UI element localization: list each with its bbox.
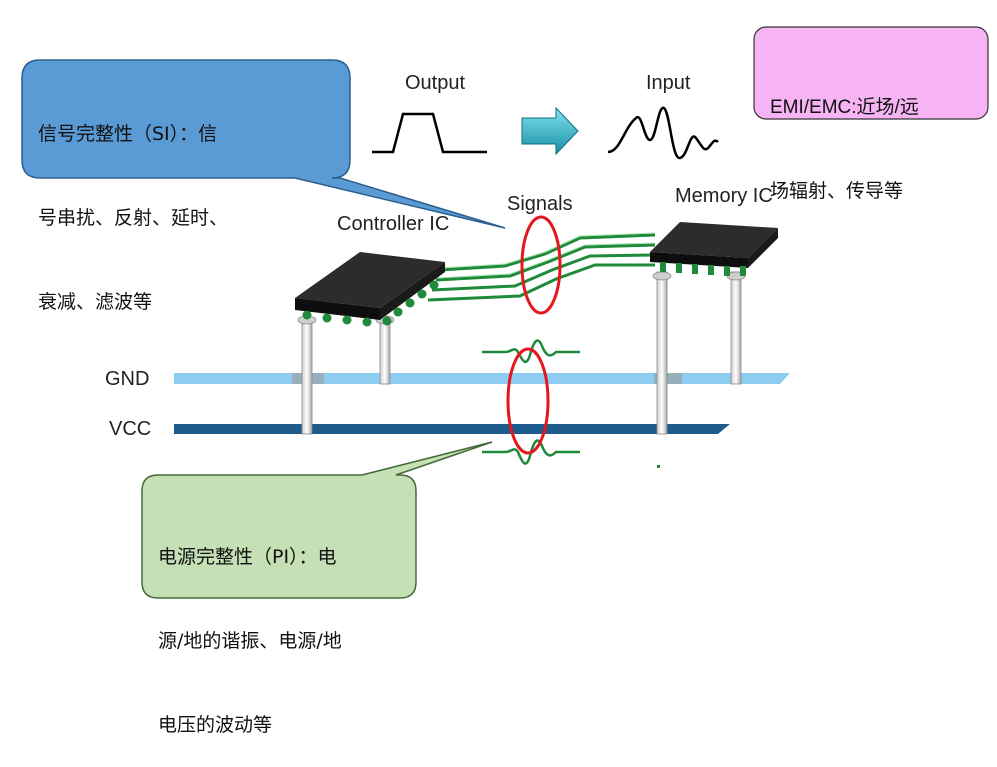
si-line-1: 信号完整性（SI）：信 [38,123,218,145]
si-line-2: 号串扰、反射、延时、 [38,207,229,229]
signal-traces [427,233,656,302]
gnd-noise-waveform [482,339,580,364]
vcc-plane [174,424,730,434]
si-callout [21,59,506,229]
emi-line-2: 场辐射、传导等 [770,181,904,202]
memory-ic-chip [650,222,778,276]
output-label: Output [405,72,466,94]
gnd-plane [174,373,790,384]
pi-line-1: 电源完整性（PI）：电 [158,546,337,568]
pi-callout-text: 电源完整性（PI）：电 源/地的谐振、电源/地 电压的波动等 [158,487,413,767]
vcc-label: VCC [109,418,152,440]
emi-line-1: EMI/EMC:近场/远 [770,97,919,118]
controller-ic-chip [295,252,445,327]
pi-callout [141,441,493,599]
output-waveform [372,112,487,154]
vcc-noise-waveform [482,439,580,465]
si-line-3: 衰减、滤波等 [38,291,153,313]
diagram-canvas [21,26,989,599]
memory-pins [652,271,746,435]
emi-callout [753,26,989,120]
pi-line-3: 电压的波动等 [158,714,273,736]
emi-callout-text: EMI/EMC:近场/远 场辐射、传导等 [770,38,985,234]
controller-ic-label: Controller IC [337,213,450,235]
si-callout-text: 信号完整性（SI）：信 号串扰、反射、延时、 衰减、滤波等 [38,64,338,344]
memory-ic-label: Memory IC [675,185,773,207]
signals-label: Signals [507,193,573,215]
pi-line-2: 源/地的谐振、电源/地 [158,630,342,652]
signals-highlight-ellipse [520,215,562,315]
gnd-label: GND [105,368,150,390]
arrow-right-icon [521,106,579,156]
planes-highlight-ellipse [506,347,550,455]
input-label: Input [646,72,691,94]
input-waveform [607,106,719,160]
